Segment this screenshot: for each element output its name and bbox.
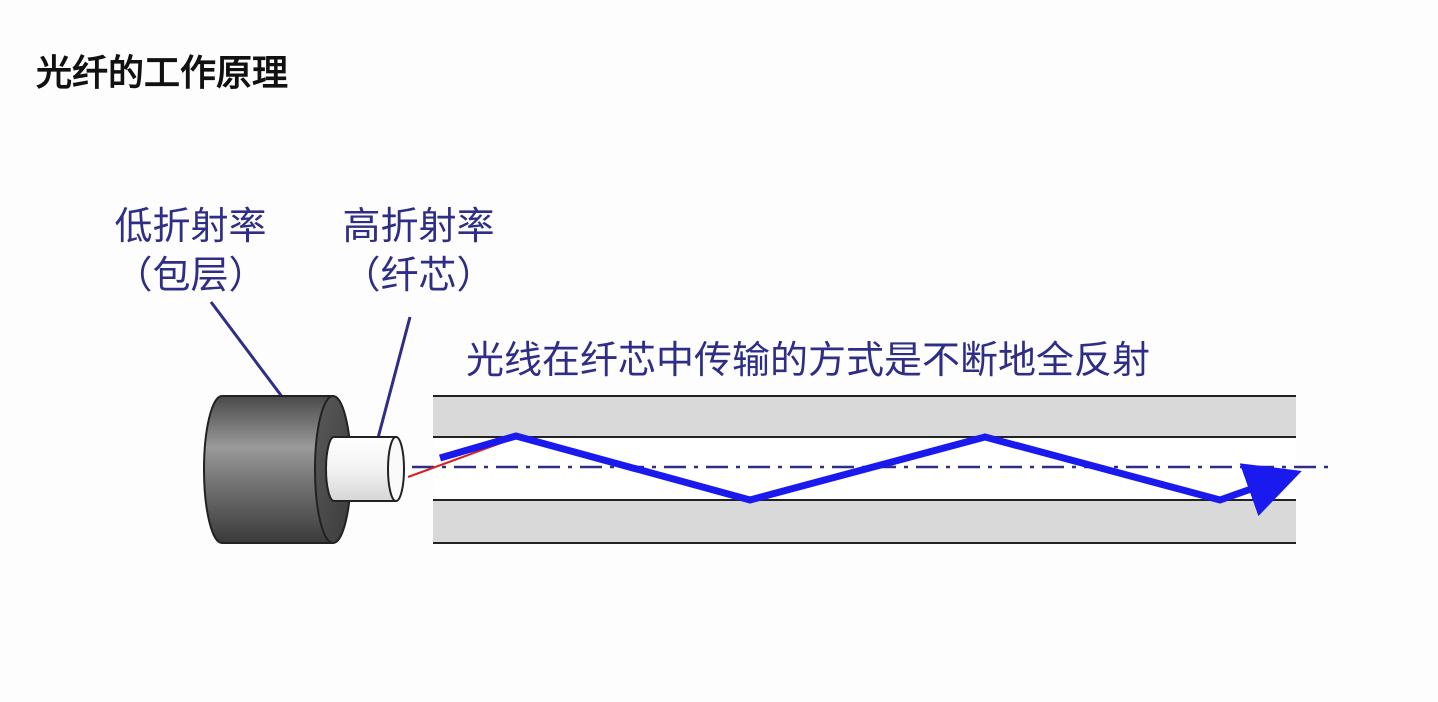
fiber-end-3d (203, 395, 405, 544)
fiber-cross-section (433, 395, 1296, 544)
cladding-leader-line (209, 301, 285, 399)
page-title: 光纤的工作原理 (36, 53, 289, 94)
core-label: 高折射率 （纤芯） (326, 202, 511, 301)
core-label-line2: （纤芯） (342, 253, 495, 298)
caption: 光线在纤芯中传输的方式是不断地全反射 (466, 338, 1151, 382)
upper-cladding-band (433, 396, 1296, 437)
cladding-cylinder-body (203, 395, 334, 544)
cladding-label-line2: （包层） (114, 253, 267, 298)
lower-cladding-band (433, 500, 1296, 543)
core-face (387, 436, 405, 502)
core-leader-line (376, 316, 412, 439)
cladding-label-line1: 低折射率 (114, 204, 267, 248)
reflected-light-ray (439, 432, 1302, 517)
core-cylinder-body (325, 436, 397, 502)
core-label-line1: 高折射率 (342, 204, 495, 248)
cladding-label: 低折射率 （包层） (98, 202, 283, 301)
